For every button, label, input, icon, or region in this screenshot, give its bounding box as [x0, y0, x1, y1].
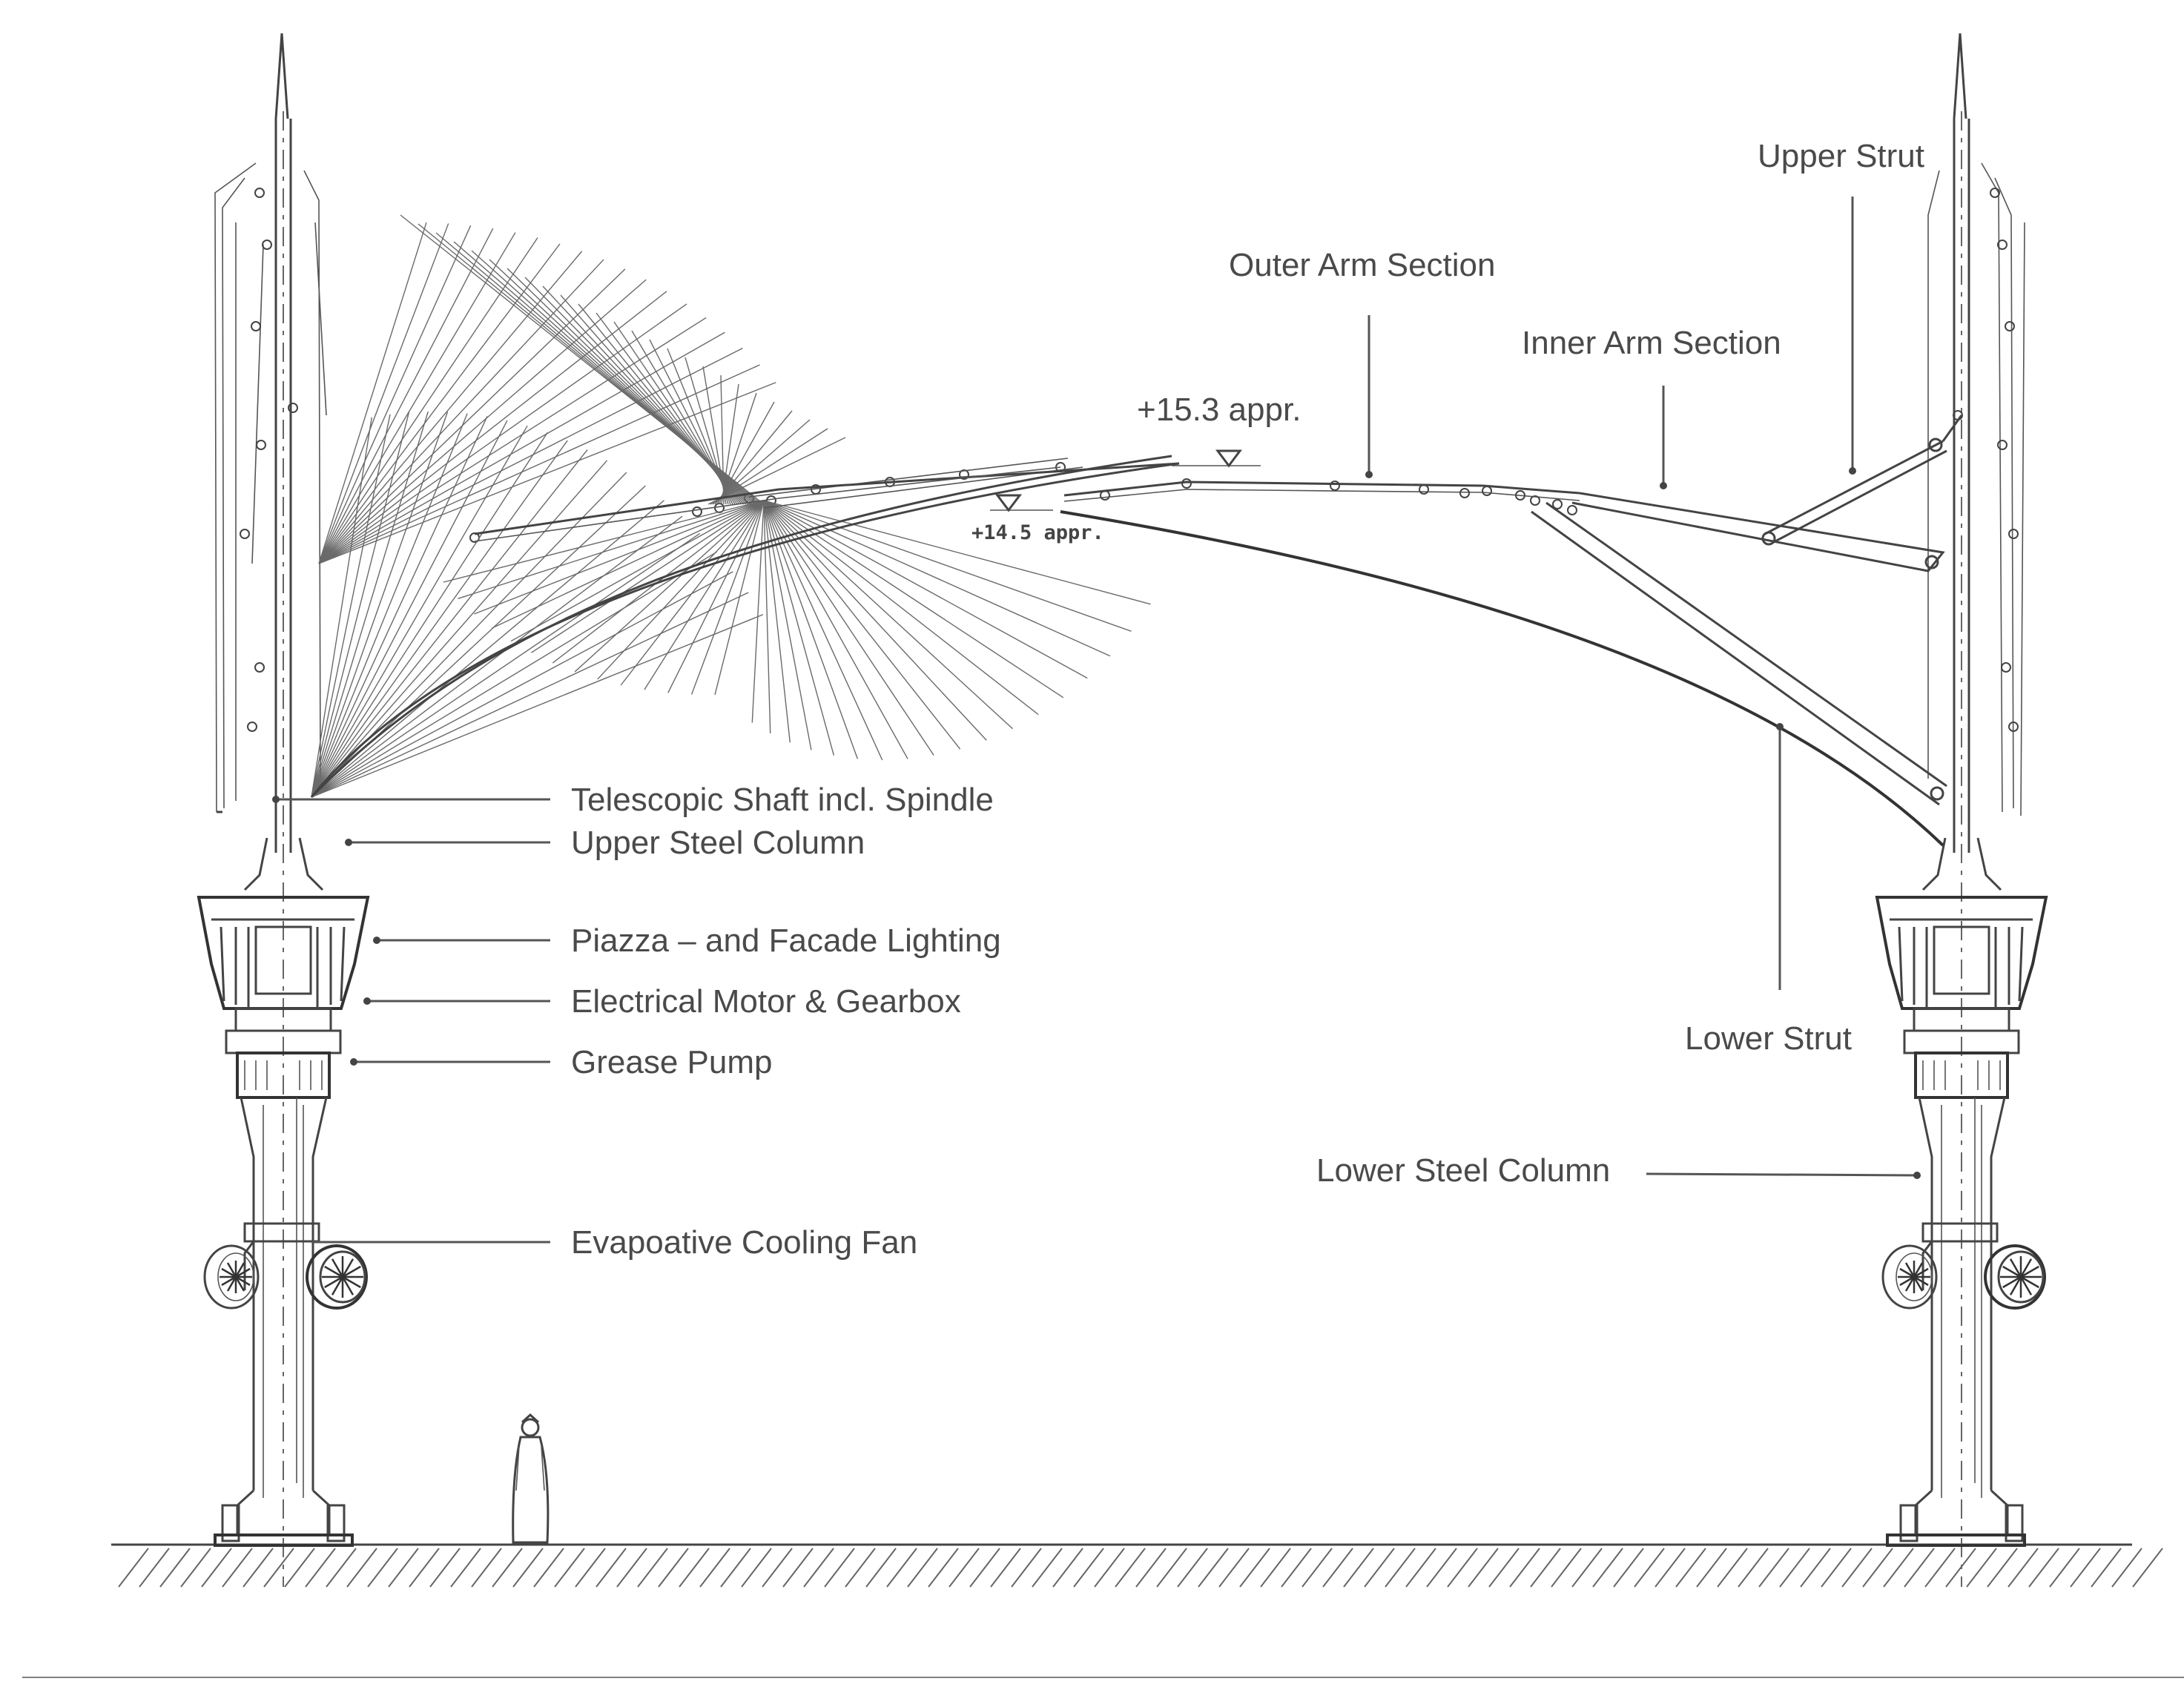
label-elevation-lower: +14.5 appr. [971, 521, 1104, 544]
ground-line [111, 1543, 2163, 1588]
label-inner-arm-section: Inner Arm Section [1522, 325, 1781, 361]
label-grease-pump: Grease Pump [571, 1044, 772, 1080]
human-scale-figure-icon [512, 1413, 550, 1544]
leader-lines [276, 197, 1918, 1244]
folding-sequence-lines [311, 214, 1151, 798]
label-upper-strut: Upper Strut [1758, 138, 1924, 174]
ground-hatching [118, 1548, 2163, 1588]
open-arm-system [1060, 415, 1963, 847]
elevation-marker-lower [990, 494, 1053, 512]
label-cooling-fan: Evapoative Cooling Fan [571, 1224, 917, 1261]
left-column [197, 33, 1066, 1587]
label-lower-strut: Lower Strut [1685, 1020, 1852, 1057]
label-lower-steel-column: Lower Steel Column [1316, 1152, 1610, 1189]
left-arm-positions [310, 455, 1180, 798]
label-electrical-motor: Electrical Motor & Gearbox [571, 983, 961, 1020]
elevation-marker-top [1172, 449, 1261, 468]
leader-dots [272, 467, 1921, 1179]
label-upper-steel-column: Upper Steel Column [571, 825, 865, 861]
label-outer-arm-section: Outer Arm Section [1229, 247, 1495, 283]
label-elevation-top: +15.3 appr. [1137, 392, 1301, 428]
right-column [1875, 33, 2048, 1587]
label-piazza-lighting: Piazza – and Facade Lighting [571, 922, 1001, 959]
label-telescopic-shaft: Telescopic Shaft incl. Spindle [571, 782, 994, 818]
